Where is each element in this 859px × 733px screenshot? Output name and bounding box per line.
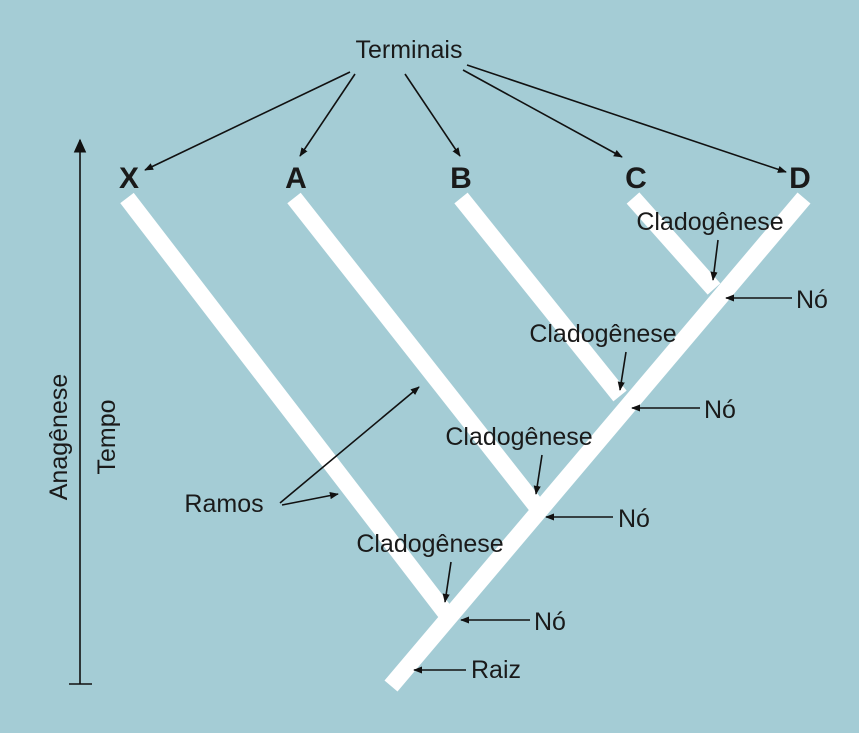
cladogenesis-arrow-1 [710,239,719,281]
root-label: Raiz [471,656,521,684]
cladogenesis-label-2: Cladogênese [529,320,676,348]
cladogenesis-label-4: Cladogênese [356,530,503,558]
branches-arrow-2 [281,492,339,506]
taxon-b: B [450,162,472,195]
taxon-x: X [119,162,139,195]
terminals-arrow-x [144,71,351,171]
branches-arrow-1 [279,386,420,504]
cladogenesis-arrow-4 [442,561,452,603]
terminals-arrows [144,64,787,173]
branch-b [454,192,627,402]
cladogenesis-annotations: Cladogênese Cladogênese Cladogênese Clad… [356,208,784,603]
cladogenesis-arrow-3 [533,454,543,495]
taxon-d: D [789,162,811,195]
node-label-4: Nó [534,608,566,636]
time-label: Tempo [93,399,121,474]
terminals-arrow-b [404,73,461,157]
taxon-c: C [625,162,647,195]
terminals-arrow-c [462,69,623,158]
branch-c [626,192,721,295]
cladogenesis-arrow-2 [617,351,627,391]
branches-label: Ramos [184,490,263,518]
terminals-label: Terminais [356,36,463,64]
cladogenesis-label-1: Cladogênese [636,208,783,236]
branch-a [287,192,545,514]
taxa-labels: X A B C D [119,162,811,195]
branch-x [120,192,452,618]
time-axis [69,138,92,685]
branches-arrows [279,386,420,506]
node-annotations: Nó Nó Nó Nó [460,286,828,636]
branches [120,192,811,692]
node-label-3: Nó [618,505,650,533]
terminals-arrow-d [466,64,787,173]
cladogenesis-label-3: Cladogênese [445,423,592,451]
terminals-arrow-a [299,73,356,157]
node-label-2: Nó [704,396,736,424]
anagenesis-label: Anagênese [45,374,73,501]
taxon-a: A [285,162,307,195]
branch-trunk [384,192,811,692]
node-label-1: Nó [796,286,828,314]
